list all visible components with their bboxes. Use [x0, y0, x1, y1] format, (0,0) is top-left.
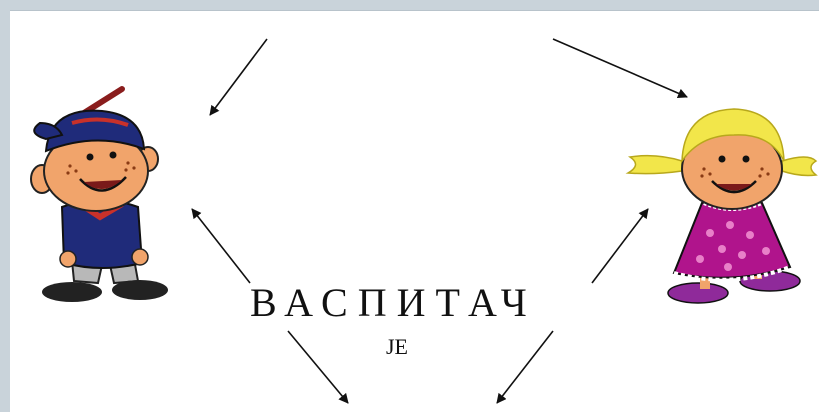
arrow-icon — [553, 39, 687, 97]
diagram-canvas: ВАСПИТАЧ ЈЕ — [10, 10, 819, 412]
diagram-subtitle: ЈЕ — [386, 334, 408, 360]
arrow-icon — [288, 331, 348, 403]
diagram-graphics — [10, 11, 819, 412]
girl-cartoon-icon — [628, 109, 816, 303]
arrow-icon — [210, 39, 267, 115]
arrow-icon — [497, 331, 553, 403]
diagram-title: ВАСПИТАЧ — [250, 279, 537, 326]
arrows — [192, 39, 687, 403]
arrow-icon — [592, 209, 648, 283]
boy-cartoon-icon — [31, 89, 168, 302]
arrow-icon — [192, 209, 250, 283]
